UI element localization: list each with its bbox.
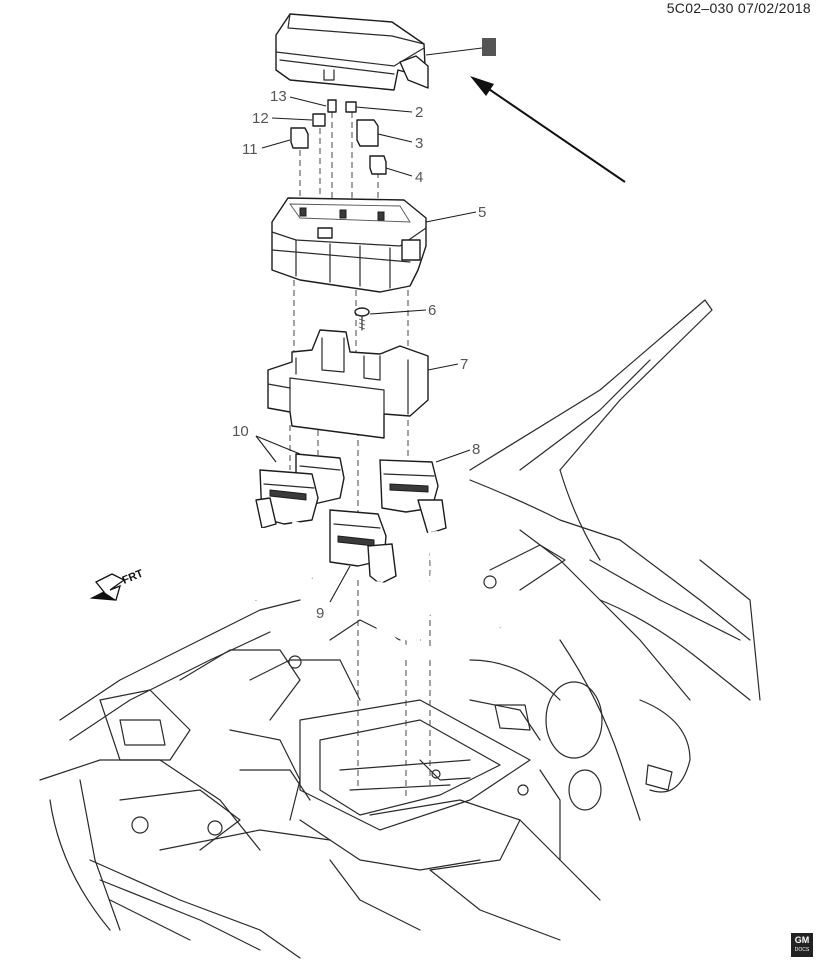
fuse-block-bracket	[267, 329, 429, 439]
callout-6: 6	[428, 302, 436, 319]
callout-9: 9	[316, 605, 324, 622]
callout-12: 12	[252, 110, 269, 127]
callout-4: 4	[415, 169, 423, 186]
diagram-code-date: 5C02–030 07/02/2018	[666, 0, 811, 16]
callout-2: 2	[415, 104, 423, 121]
bolt-fastener	[354, 307, 370, 331]
callout-7: 7	[460, 356, 468, 373]
front-direction-indicator: FRT	[89, 568, 146, 601]
fuse-block-body	[271, 197, 427, 293]
callout-3: 3	[415, 135, 423, 152]
callout-1-highlight	[482, 38, 496, 56]
vehicle-body-outline	[39, 299, 761, 959]
front-label: FRT	[121, 568, 146, 587]
callout-labels: 1 2 3 4 5 6 7 8 9 10 11 12 13	[232, 38, 496, 622]
harness-connectors	[250, 453, 505, 661]
callout-leaders	[255, 47, 483, 603]
callout-8: 8	[472, 441, 480, 458]
fuse-box-cover	[275, 13, 429, 91]
callout-10: 10	[232, 423, 249, 440]
callout-13: 13	[270, 88, 287, 105]
callout-11: 11	[242, 141, 258, 158]
relay-parts	[290, 99, 387, 175]
gm-docs-logo: GM DOCS	[791, 933, 813, 957]
mini-fuse-12	[312, 113, 326, 127]
callout-5: 5	[478, 204, 486, 221]
relay-3	[356, 119, 379, 147]
mini-fuse-2	[345, 101, 357, 113]
callout-1: 1	[486, 40, 494, 57]
pointer-arrow	[470, 76, 626, 183]
relay-11	[290, 127, 309, 149]
mini-fuse-13	[327, 99, 337, 113]
relay-4	[369, 155, 387, 175]
